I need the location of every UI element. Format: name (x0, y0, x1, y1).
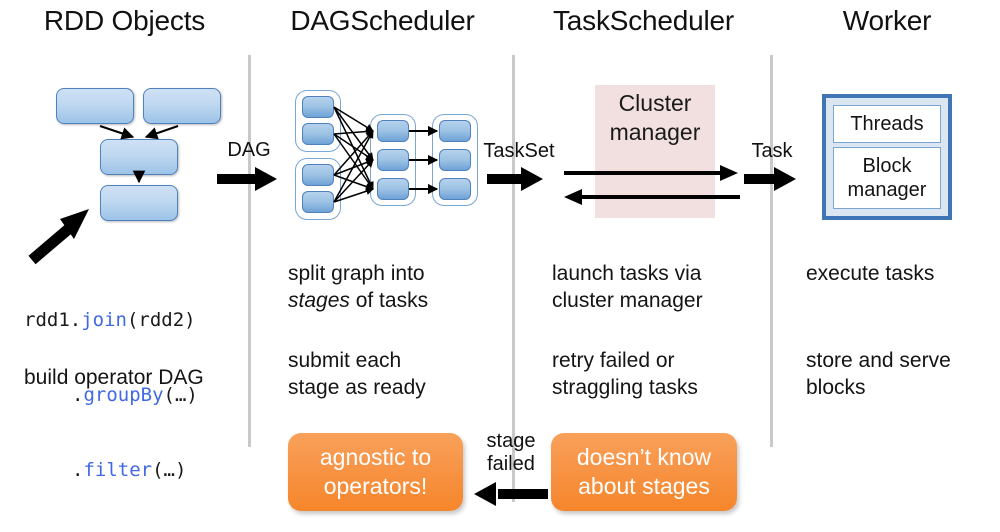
stage-4-task-1 (439, 120, 471, 142)
flow-arrow-task (744, 167, 796, 191)
stage-2-task-2 (302, 191, 334, 213)
task-description-line-1: launch tasks via (552, 262, 702, 285)
column-title-taskscheduler: TaskScheduler (552, 5, 735, 36)
dag-description-line-4: stage as ready (288, 376, 426, 399)
worker-description-block-1: execute tasks (806, 260, 934, 287)
callout-doesnt-know-about-stages: doesn’t know about stages (551, 433, 737, 511)
worker-description-line-1: execute tasks (806, 262, 935, 285)
worker-block-manager-line-1: Block (862, 155, 912, 177)
code-line-2: .groupBy(…) (24, 383, 198, 408)
code-method-filter: filter (83, 459, 153, 481)
divider-task-worker (770, 55, 773, 447)
rdd-graph-edges (99, 125, 179, 184)
cluster-manager-label-line-1: Cluster (618, 90, 692, 116)
callout-doesnt-know-text: doesn’t know about stages (577, 443, 711, 501)
dag-description-line-3: submit each (288, 349, 402, 372)
stage-4-task-3 (439, 178, 471, 200)
code-line-3: .filter(…) (24, 458, 198, 483)
code-args-filter: (…) (152, 459, 187, 481)
task-description-block-2: retry failed or straggling tasks (552, 347, 698, 401)
worker-block-manager-line-2: manager (847, 179, 927, 201)
rdd-node-2 (143, 88, 221, 124)
flow-arrow-dag (217, 167, 277, 191)
stage-3-task-1 (377, 120, 409, 142)
flow-label-dag: DAG (227, 139, 271, 161)
callout-doesnt-know-line-2: about stages (578, 473, 710, 499)
dag-description-block-2: submit each stage as ready (288, 347, 426, 401)
code-args-groupby: (…) (163, 384, 198, 406)
worker-description-line-3: blocks (806, 376, 866, 399)
flow-label-stage-failed-line-1: stage (486, 430, 536, 452)
worker-description-block-2: store and serve blocks (806, 347, 951, 401)
rdd-node-1 (56, 88, 134, 124)
stage-3-task-3 (377, 178, 409, 200)
callout-agnostic-line-2: operators! (323, 473, 428, 499)
cluster-manager-exchange-arrows (564, 165, 740, 205)
stage-1-task-2 (302, 123, 334, 145)
code-receiver: rdd1. (24, 309, 82, 331)
task-description-block-1: launch tasks via cluster manager (552, 260, 703, 314)
task-description-line-2: cluster manager (552, 289, 703, 312)
column-title-rdd-objects: RDD Objects (43, 5, 206, 36)
code-method-groupby: groupBy (83, 384, 164, 406)
code-to-graph-arrow (28, 209, 89, 265)
cluster-manager-label-line-2: manager (609, 119, 701, 145)
code-snippet: rdd1.join(rdd2) .groupBy(…) .filter(…) (24, 258, 198, 532)
stage-3-task-2 (377, 149, 409, 171)
flow-arrow-taskset (487, 167, 543, 191)
worker-container: Threads Block manager (822, 94, 952, 220)
code-dot-3: . (72, 459, 84, 481)
callout-doesnt-know-line-1: doesn’t know (576, 444, 712, 470)
callout-agnostic-text: agnostic to operators! (320, 443, 431, 501)
worker-block-manager-label: Block manager (848, 154, 927, 202)
dag-description-line-1: split graph into (288, 262, 425, 285)
dag-description-line-2: stages of tasks (288, 289, 429, 312)
flow-label-stage-failed-line-2: failed (487, 453, 535, 475)
callout-agnostic-line-1: agnostic to (319, 444, 432, 470)
stage-4-task-2 (439, 149, 471, 171)
stage-dag-edges (333, 106, 439, 203)
worker-block-manager-box: Block manager (833, 147, 941, 209)
stage-1-task-1 (302, 96, 334, 118)
worker-threads-box: Threads (833, 105, 941, 143)
callout-agnostic-to-operators: agnostic to operators! (288, 433, 463, 511)
code-args-join: (rdd2) (126, 309, 196, 331)
column-title-dagscheduler: DAGScheduler (290, 5, 475, 36)
divider-dag-task (512, 55, 515, 502)
flow-arrow-stage-failed (474, 482, 548, 506)
dag-description-line-2-emphasis: stages (288, 289, 350, 312)
stage-2-task-1 (302, 164, 334, 186)
cluster-manager-label: Cluster manager (585, 89, 725, 147)
divider-rdd-dag (248, 55, 251, 447)
worker-threads-label: Threads (850, 113, 924, 135)
worker-description-line-2: store and serve (806, 349, 951, 372)
dag-description-block-1: split graph into stages of tasks (288, 260, 428, 314)
flow-label-stage-failed: stage failed (472, 430, 550, 476)
rdd-description-build-operator-dag: build operator DAG (24, 366, 204, 389)
code-line-1: rdd1.join(rdd2) (24, 308, 198, 333)
task-description-line-3: retry failed or (552, 349, 675, 372)
task-description-line-4: straggling tasks (552, 376, 698, 399)
column-title-worker: Worker (842, 5, 932, 36)
flow-label-taskset: TaskSet (483, 140, 555, 162)
code-method-join: join (81, 309, 127, 331)
rdd-node-3 (100, 139, 178, 175)
code-dot-2: . (72, 384, 84, 406)
flow-label-task: Task (751, 140, 793, 162)
rdd-node-4 (100, 185, 178, 221)
